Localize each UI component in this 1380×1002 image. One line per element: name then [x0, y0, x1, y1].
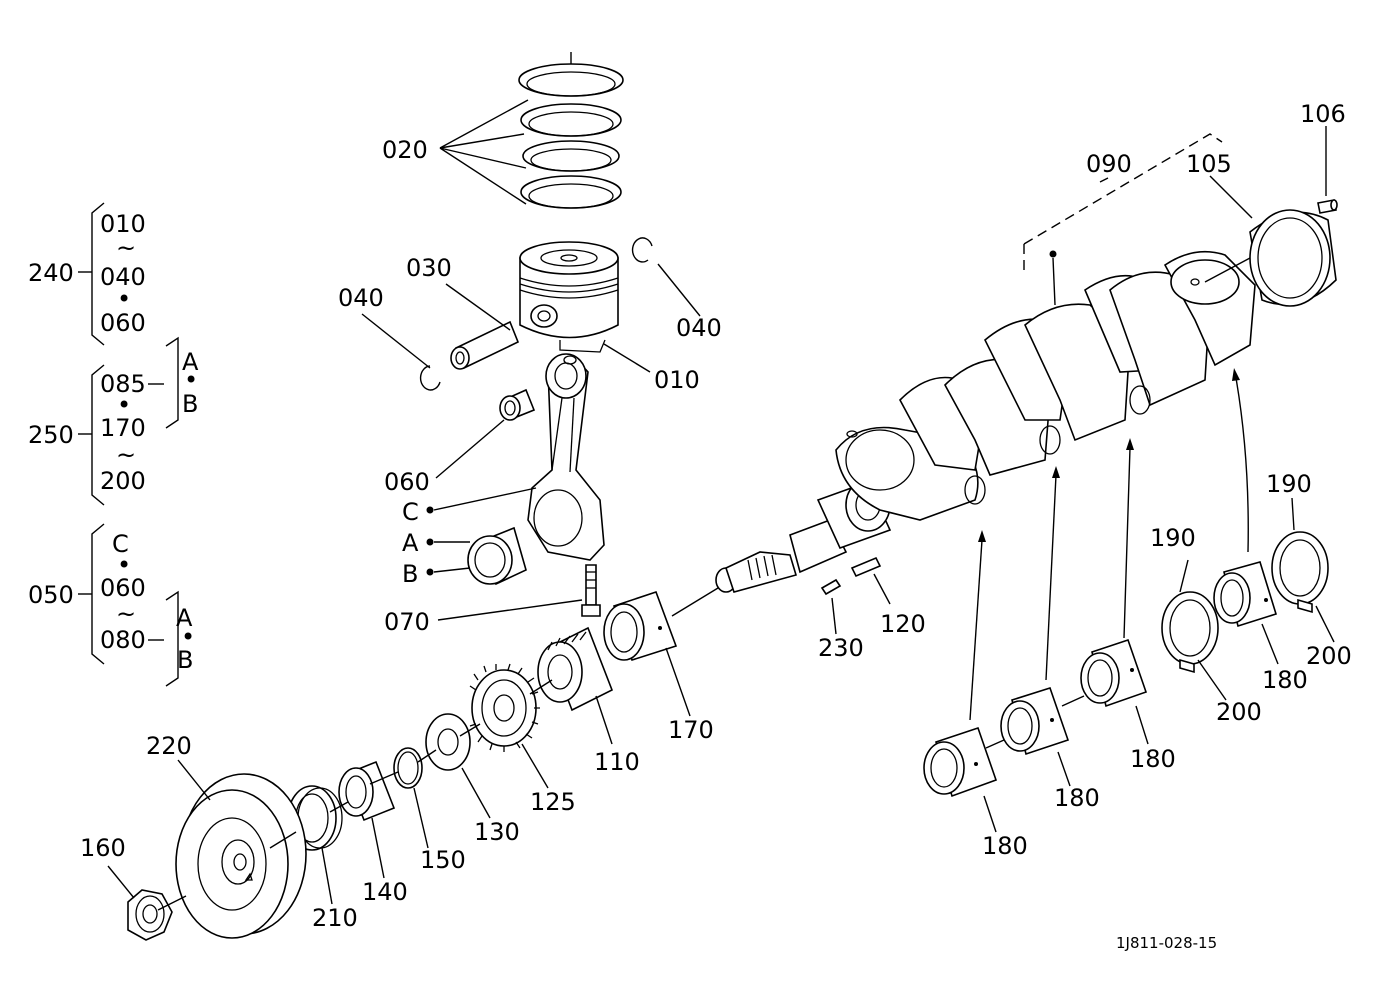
- dowel-pin-106: [1317, 199, 1338, 214]
- group-240: 240 010 ~ 040 • 060: [28, 202, 146, 346]
- thrust-washer-190-1: [1161, 591, 1219, 674]
- callout-180-4: 180: [1262, 666, 1308, 694]
- piston: [519, 241, 619, 353]
- rod-marker-a: A: [402, 529, 419, 557]
- group-250-item: •: [117, 391, 131, 419]
- group-240-item: ~: [116, 234, 136, 262]
- group-250-sub: B: [182, 390, 198, 418]
- main-bearing-180-2: [1000, 687, 1070, 756]
- group-050-item: 080: [100, 626, 146, 654]
- callout-120: 120: [880, 610, 926, 638]
- callout-040-right: 040: [676, 314, 722, 342]
- assembly-bracket-090: [1023, 133, 1223, 306]
- callout-106: 106: [1300, 100, 1346, 128]
- o-ring-150: [393, 747, 423, 789]
- group-250-item: 200: [100, 467, 146, 495]
- group-050-sub: A: [176, 604, 193, 632]
- group-250-item: ~: [116, 441, 136, 469]
- main-bearing-180-4: [1213, 561, 1277, 628]
- callout-090: 090: [1086, 150, 1132, 178]
- callout-190-1: 190: [1150, 524, 1196, 552]
- fit-arrows: [969, 368, 1249, 721]
- connecting-rod: [527, 353, 605, 561]
- callout-leaders: [107, 126, 1335, 905]
- group-240-item: 060: [100, 309, 146, 337]
- group-240-item: 040: [100, 263, 146, 291]
- group-250-item: 085: [100, 370, 146, 398]
- main-bearing-180-1: [923, 726, 998, 798]
- group-050-item: •: [117, 551, 131, 579]
- group-050-sub: •: [181, 623, 195, 651]
- group-050-sub: B: [177, 646, 193, 674]
- group-050-label: 050: [28, 581, 74, 609]
- callout-130: 130: [474, 818, 520, 846]
- callout-200-1: 200: [1216, 698, 1262, 726]
- callout-220: 220: [146, 732, 192, 760]
- callout-110: 110: [594, 748, 640, 776]
- callout-180-1: 180: [982, 832, 1028, 860]
- callout-060: 060: [384, 468, 430, 496]
- thrust-washer-190-2: [1271, 531, 1329, 614]
- callout-230: 230: [818, 634, 864, 662]
- key-230: [820, 578, 842, 596]
- callout-200-2: 200: [1306, 642, 1352, 670]
- callout-030: 030: [406, 254, 452, 282]
- callout-020: 020: [382, 136, 428, 164]
- rod-markers: [426, 487, 537, 576]
- group-050: 050 C • 060 ~ 080 A • B: [28, 523, 195, 687]
- group-240-item: •: [117, 285, 131, 313]
- group-250-item: 170: [100, 414, 146, 442]
- piston-rings: [518, 52, 624, 209]
- callout-180-3: 180: [1130, 745, 1176, 773]
- circlip-left: [419, 365, 441, 391]
- group-250-sub: •: [184, 366, 198, 394]
- callout-020-leaders: [439, 99, 529, 205]
- group-240-item: 010: [100, 210, 146, 238]
- group-250-sub: A: [182, 348, 199, 376]
- rod-marker-b: B: [402, 560, 418, 588]
- callout-010: 010: [654, 366, 700, 394]
- big-end-bearing: [467, 526, 527, 586]
- rod-marker-c: C: [402, 498, 419, 526]
- key-120: [850, 556, 882, 578]
- callout-180-2: 180: [1054, 784, 1100, 812]
- callout-210: 210: [312, 904, 358, 932]
- collar-140: [338, 760, 396, 822]
- centre-line: [157, 257, 1251, 911]
- callout-150: 150: [420, 846, 466, 874]
- crank-gear-110: [537, 626, 614, 712]
- washer-130: [425, 713, 471, 771]
- rod-bolt: [581, 564, 601, 617]
- group-240-label: 240: [28, 259, 74, 287]
- callout-160: 160: [80, 834, 126, 862]
- group-050-item: C: [112, 530, 129, 558]
- front-bearing-170: [603, 590, 678, 662]
- crankshaft: [715, 250, 1256, 593]
- group-250-label: 250: [28, 421, 74, 449]
- callout-125: 125: [530, 788, 576, 816]
- callout-105: 105: [1186, 150, 1232, 178]
- drawing-code: 1J811-028-15: [1116, 934, 1217, 952]
- crank-pulley-220: [175, 773, 307, 939]
- callout-170: 170: [668, 716, 714, 744]
- small-end-bushing: [499, 388, 536, 421]
- circlip-right: [631, 237, 653, 263]
- group-050-item: 060: [100, 574, 146, 602]
- callout-190-2: 190: [1266, 470, 1312, 498]
- gear-125: [469, 663, 540, 752]
- crank-nut-160: [127, 889, 173, 941]
- piston-pin: [450, 320, 520, 370]
- callout-070: 070: [384, 608, 430, 636]
- bearing-housing-105: [1249, 209, 1337, 307]
- group-050-item: ~: [116, 600, 136, 628]
- callout-140: 140: [362, 878, 408, 906]
- callout-040-left: 040: [338, 284, 384, 312]
- group-250: 250 085 • 170 ~ 200 A • B: [28, 336, 199, 506]
- callout-labels: 020 030 040 040 010 060 C A B 070 090 10…: [80, 100, 1352, 932]
- main-bearing-180-3: [1080, 638, 1148, 708]
